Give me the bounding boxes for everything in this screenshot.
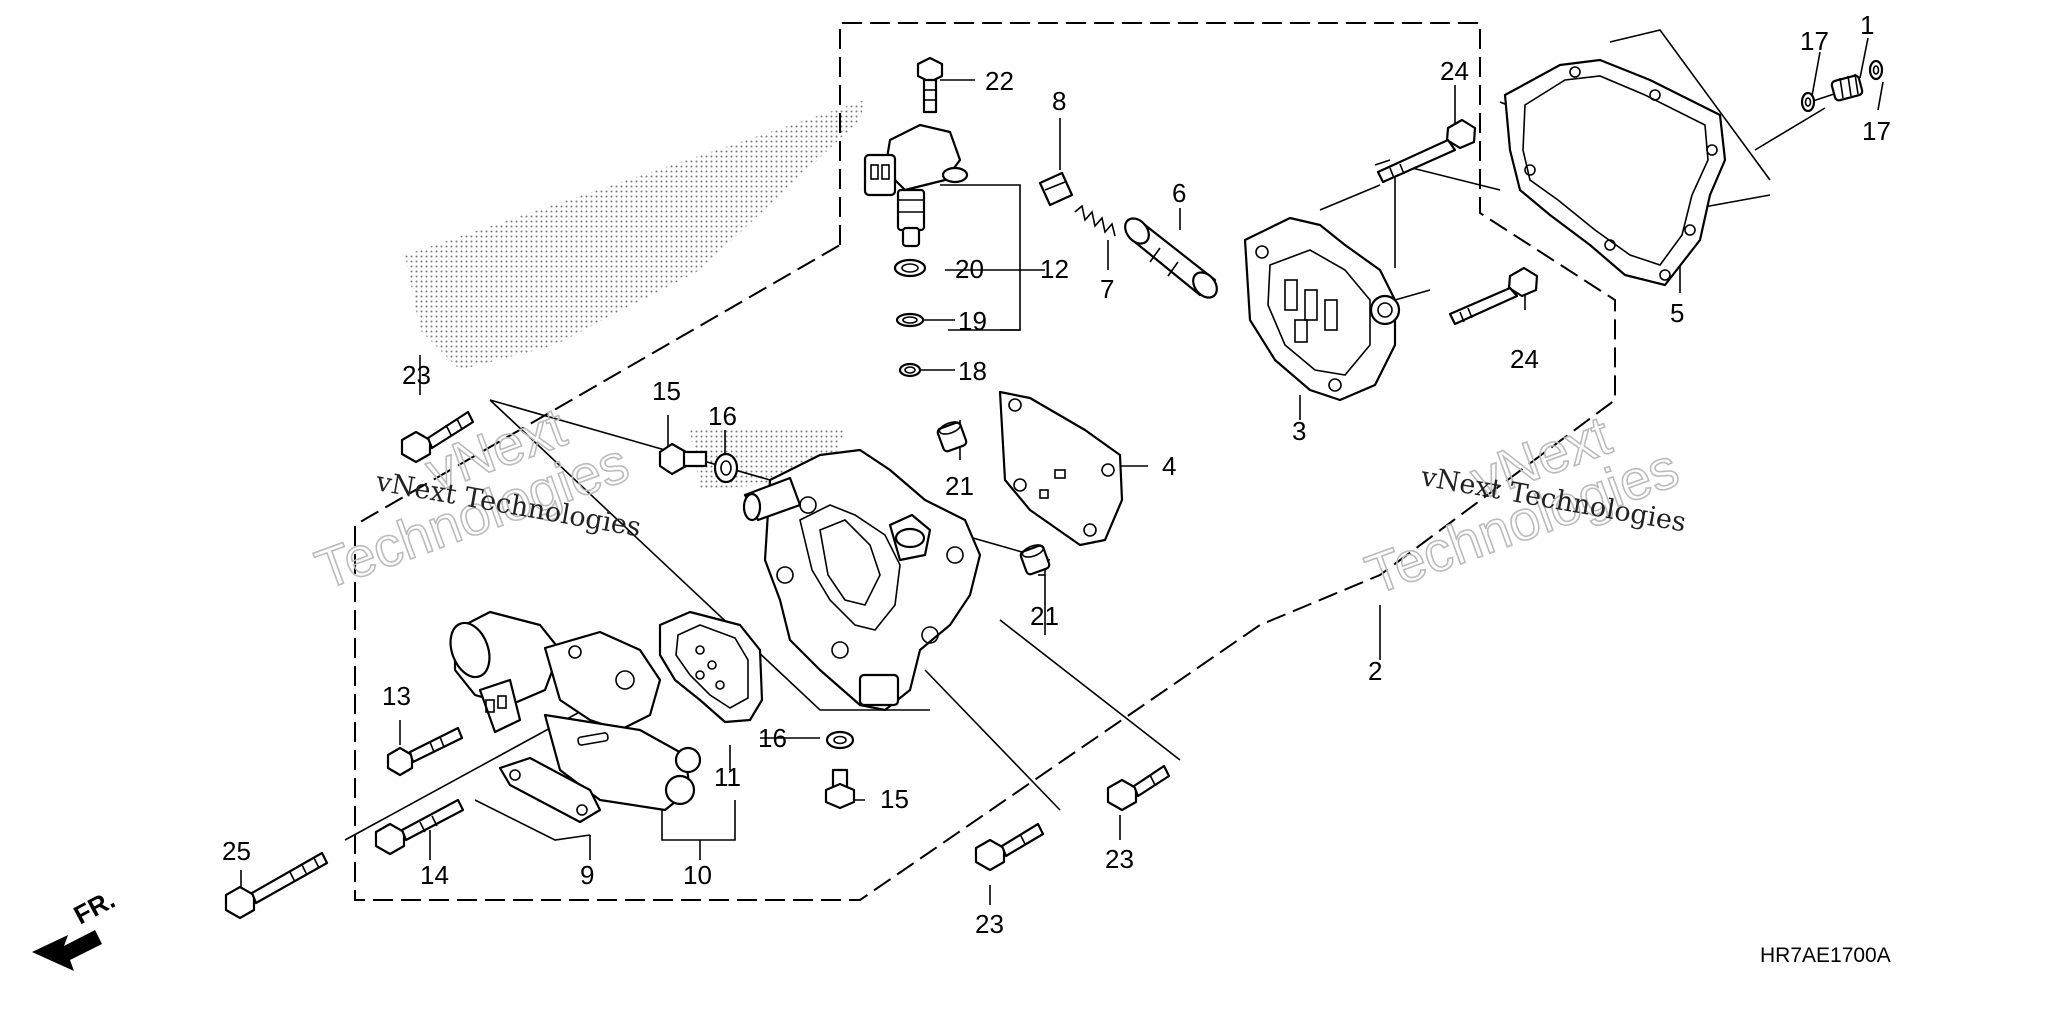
callout-8[interactable]: 8 (1052, 86, 1066, 116)
part-bolt-23b[interactable] (1106, 764, 1171, 812)
callout-10[interactable]: 10 (683, 860, 712, 890)
part-bolt-24a[interactable] (1376, 118, 1477, 184)
front-direction-arrow-icon (32, 930, 102, 971)
part-washer-16b[interactable] (825, 730, 855, 750)
callout-25[interactable]: 25 (222, 836, 251, 866)
callout-11[interactable]: 11 (714, 762, 741, 792)
callout-14[interactable]: 14 (420, 860, 449, 890)
part-spool-6[interactable] (1120, 214, 1221, 302)
part-solenoid-assembly-10[interactable] (444, 610, 702, 812)
part-bolt-24b[interactable] (1448, 266, 1539, 326)
part-o-ring-20[interactable] (893, 258, 927, 278)
callout-3[interactable]: 3 (1292, 416, 1306, 446)
callout-20[interactable]: 20 (955, 254, 984, 284)
callout-17b[interactable]: 17 (1862, 116, 1891, 146)
part-bolt-25[interactable] (224, 851, 329, 920)
front-direction-label: FR. (69, 884, 120, 930)
callout-15b[interactable]: 15 (880, 784, 909, 814)
part-washer-17b[interactable] (1868, 59, 1884, 81)
callout-21a[interactable]: 21 (945, 471, 974, 501)
part-washer-17a[interactable] (1800, 91, 1816, 113)
part-spring-7[interactable] (1074, 204, 1116, 237)
part-bolt-23a[interactable] (400, 410, 475, 464)
part-dowel-21a[interactable] (936, 420, 968, 453)
part-solenoid-12[interactable] (863, 123, 969, 248)
diagram-code: HR7AE1700A (1760, 944, 1891, 967)
part-plate-8[interactable] (1038, 171, 1074, 207)
part-o-ring-19[interactable] (895, 312, 925, 328)
callout-18[interactable]: 18 (958, 356, 987, 386)
callout-12[interactable]: 12 (1040, 254, 1069, 284)
callout-21b[interactable]: 21 (1030, 601, 1059, 631)
callout-5[interactable]: 5 (1670, 298, 1684, 328)
part-bracket-9[interactable] (498, 756, 602, 824)
callout-16b[interactable]: 16 (758, 723, 787, 753)
part-gasket-5[interactable] (1503, 58, 1727, 287)
watermark-right: vNext Technologies vNext Technologies (1357, 402, 1689, 607)
part-main-housing[interactable] (742, 448, 982, 712)
part-separator-plate-4[interactable] (998, 390, 1124, 547)
part-bolt-23c[interactable] (974, 822, 1045, 872)
callout-17a[interactable]: 17 (1800, 26, 1829, 56)
callout-9[interactable]: 9 (580, 860, 594, 890)
part-filter-1[interactable] (1830, 73, 1864, 102)
callout-19[interactable]: 19 (958, 306, 987, 336)
part-bolt-13[interactable] (386, 726, 464, 777)
callout-1[interactable]: 1 (1860, 10, 1874, 40)
callout-24a[interactable]: 24 (1440, 56, 1469, 86)
callout-23a[interactable]: 23 (402, 360, 431, 390)
callout-22[interactable]: 22 (985, 66, 1014, 96)
callout-23b[interactable]: 23 (1105, 844, 1134, 874)
part-plug-15a[interactable] (658, 442, 708, 476)
callout-7[interactable]: 7 (1100, 274, 1114, 304)
watermark-left: vNext Technologies vNext Technologies (307, 394, 644, 602)
part-dowel-21b[interactable] (1019, 543, 1051, 576)
callout-2[interactable]: 2 (1368, 656, 1382, 686)
part-bolt-22[interactable] (916, 56, 944, 114)
callout-16a[interactable]: 16 (708, 401, 737, 431)
callout-4[interactable]: 4 (1162, 451, 1176, 481)
part-washer-16a[interactable] (713, 452, 739, 484)
part-bolt-14[interactable] (374, 798, 465, 856)
callout-15a[interactable]: 15 (652, 376, 681, 406)
callout-24b[interactable]: 24 (1510, 344, 1539, 374)
part-plug-15b[interactable] (824, 768, 856, 810)
callout-23c[interactable]: 23 (975, 909, 1004, 939)
callout-6[interactable]: 6 (1172, 178, 1186, 208)
part-o-ring-18[interactable] (898, 362, 922, 378)
part-valve-body-3[interactable] (1243, 216, 1401, 402)
callout-13[interactable]: 13 (382, 681, 411, 711)
callout-labels: 1 2 3 4 5 6 7 8 9 10 11 12 13 14 15 15 1… (222, 10, 1891, 939)
assembly-dashed-outline (354, 22, 1616, 901)
part-gasket-11[interactable] (658, 610, 764, 724)
